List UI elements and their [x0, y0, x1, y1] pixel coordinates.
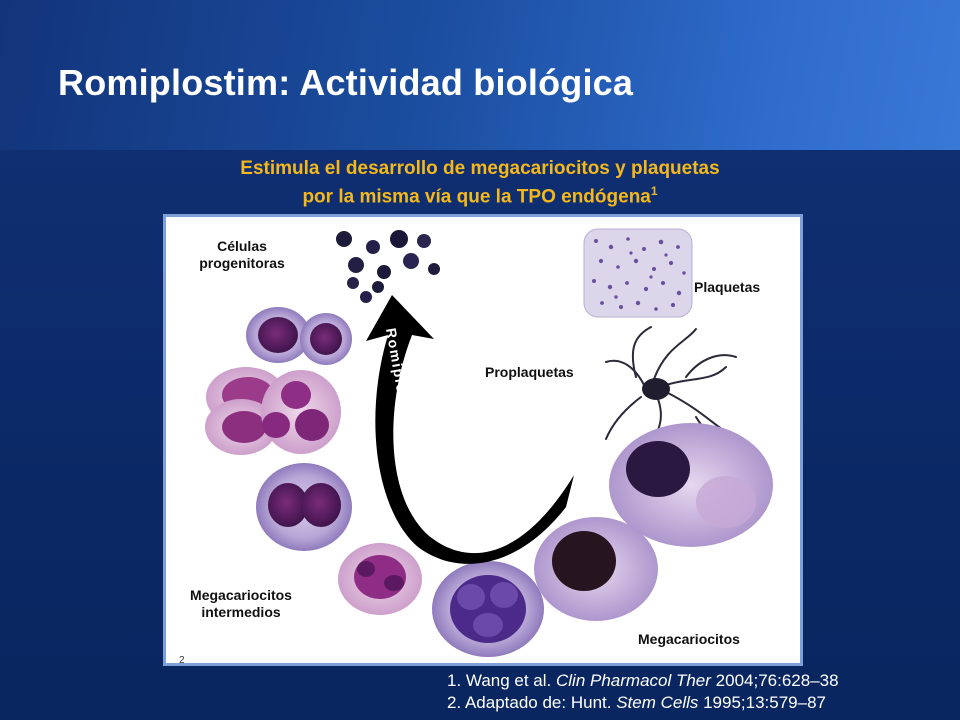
- reference-2-journal: Stem Cells: [616, 693, 699, 712]
- label-intermediate-line1: Megacariocitos: [190, 587, 292, 603]
- reference-2-authors: 2. Adaptado de: Hunt.: [447, 693, 617, 712]
- intermediate-megakaryocyte-2: [338, 543, 422, 615]
- progenitor-cells: [336, 230, 440, 303]
- reference-1-authors: 1. Wang et al.: [447, 671, 556, 690]
- slide-title: Romiplostim: Actividad biológica: [58, 62, 634, 103]
- label-progenitor-line2: progenitoras: [199, 255, 285, 271]
- slide-number: 2: [179, 655, 185, 666]
- early-megakaryocyte-1: [246, 307, 352, 365]
- label-platelets: Plaquetas: [694, 279, 761, 295]
- platelet-smear: [583, 228, 693, 318]
- romiplostim-arrow: [366, 295, 574, 564]
- references: 1. Wang et al. Clin Pharmacol Ther 2004;…: [447, 670, 839, 714]
- reference-2-citation: 1995;13:579–87: [698, 693, 826, 712]
- reference-1-citation: 2004;76:628–38: [710, 671, 839, 690]
- label-progenitor-cells: Células progenitoras: [172, 238, 312, 272]
- proplatelet-nucleus: [642, 378, 670, 400]
- intermediate-megakaryocyte-1: [256, 463, 352, 551]
- intermediate-megakaryocyte-3: [432, 561, 544, 657]
- subtitle-line-1: Estimula el desarrollo de megacariocitos…: [240, 158, 720, 179]
- subtitle-line-2: por la misma vía que la TPO endógena: [302, 186, 651, 208]
- label-intermediate-line2: intermedios: [201, 604, 281, 620]
- label-progenitor-line1: Células: [217, 238, 267, 254]
- reference-1: 1. Wang et al. Clin Pharmacol Ther 2004;…: [447, 670, 839, 692]
- slide-subtitle: Estimula el desarrollo de megacariocitos…: [160, 158, 800, 208]
- label-megakaryocytes: Megacariocitos: [638, 631, 740, 647]
- reference-2: 2. Adaptado de: Hunt. Stem Cells 1995;13…: [447, 692, 839, 714]
- reference-1-journal: Clin Pharmacol Ther: [555, 671, 711, 690]
- early-megakaryocyte-2: [205, 367, 341, 455]
- cell-development-figure: Romiplostim Células progenitoras Plaquet…: [163, 214, 803, 666]
- cell-illustration: Romiplostim: [205, 228, 773, 657]
- header-band: [0, 0, 960, 150]
- label-intermediate-megakaryocytes: Megacariocitos intermedios: [166, 587, 316, 621]
- mature-megakaryocyte-1: [534, 517, 658, 621]
- label-proplatelets: Proplaquetas: [485, 364, 574, 380]
- mature-megakaryocyte-2: [609, 423, 773, 547]
- subtitle-footnote-ref: 1: [650, 184, 658, 198]
